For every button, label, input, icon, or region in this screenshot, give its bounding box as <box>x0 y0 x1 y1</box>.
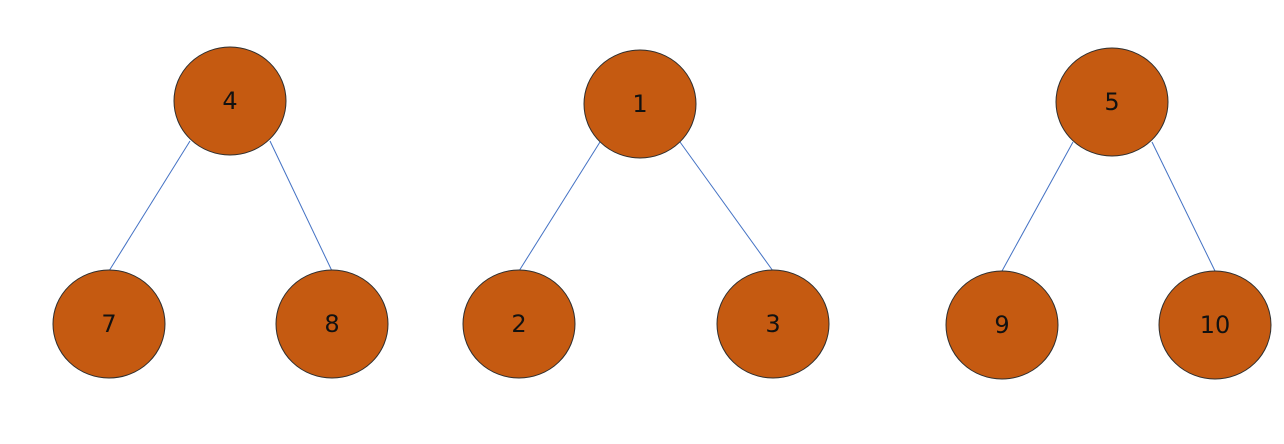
node-right-circle <box>275 269 389 379</box>
node-right: 8 <box>275 269 389 379</box>
node-right-label: 8 <box>324 310 339 338</box>
node-right: 10 <box>1158 270 1272 380</box>
edge-5-10 <box>1151 141 1216 272</box>
node-left-circle <box>52 269 166 379</box>
node-root-label: 5 <box>1104 88 1119 116</box>
tree-1: 4 7 8 <box>52 46 389 379</box>
node-right-label: 3 <box>765 310 780 338</box>
node-left: 9 <box>945 270 1059 380</box>
edge-1-3 <box>679 141 774 272</box>
edge-5-9 <box>1001 141 1074 272</box>
node-left-label: 9 <box>994 311 1009 339</box>
node-root-circle <box>1055 47 1169 157</box>
node-root-circle <box>583 49 697 159</box>
node-root: 1 <box>583 49 697 159</box>
node-root-label: 1 <box>632 90 647 118</box>
node-left-circle <box>945 270 1059 380</box>
node-root-circle <box>173 46 287 156</box>
node-left-label: 2 <box>511 310 526 338</box>
tree-3: 5 9 10 <box>945 47 1272 380</box>
node-left-label: 7 <box>101 310 116 338</box>
node-root: 4 <box>173 46 287 156</box>
node-left: 7 <box>52 269 166 379</box>
node-root: 5 <box>1055 47 1169 157</box>
tree-2: 1 2 3 <box>462 49 830 379</box>
node-right-circle <box>716 269 830 379</box>
node-root-label: 4 <box>222 87 237 115</box>
node-right-label: 10 <box>1200 311 1231 339</box>
node-right-circle <box>1158 270 1272 380</box>
edge-4-7 <box>108 140 191 272</box>
edge-4-8 <box>269 140 333 272</box>
node-right: 3 <box>716 269 830 379</box>
node-left: 2 <box>462 269 576 379</box>
node-left-circle <box>462 269 576 379</box>
edge-1-2 <box>518 141 601 272</box>
